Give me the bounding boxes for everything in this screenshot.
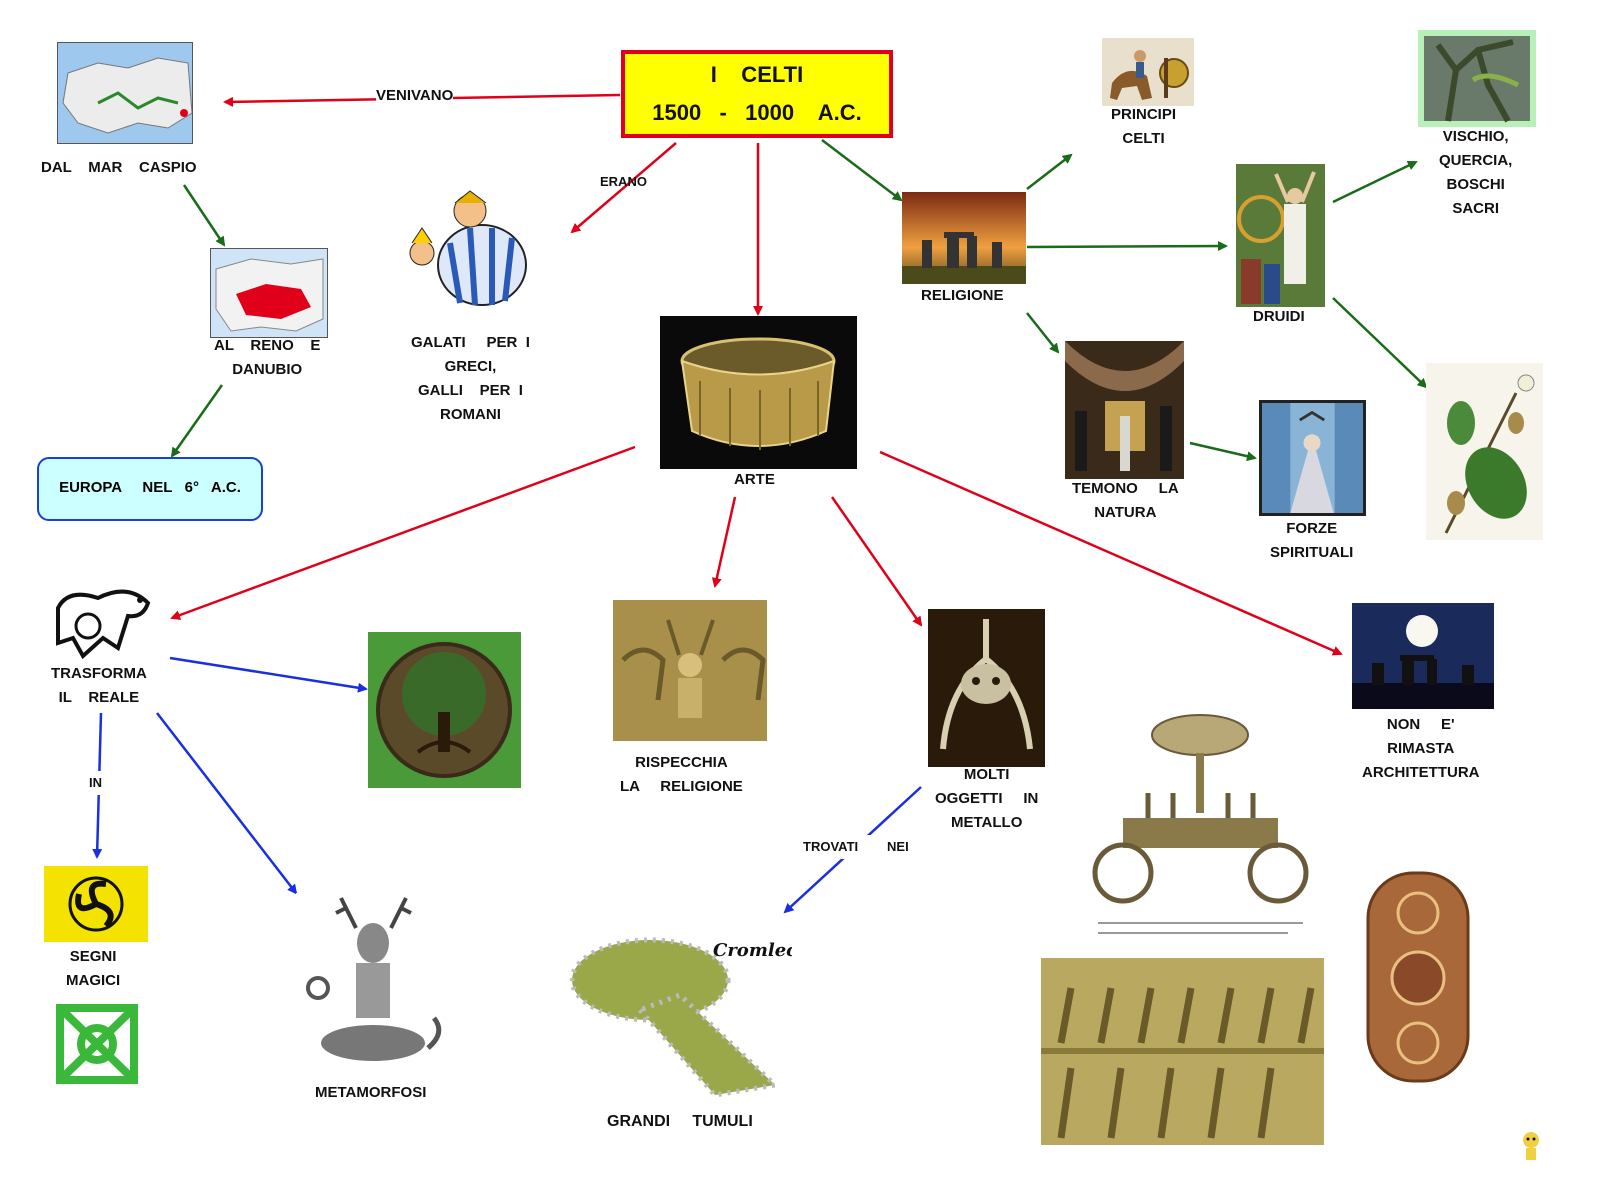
label-temono-la-natura: TEMONO LA NATURA	[1072, 480, 1179, 521]
cromlech-tumulus-image: Cromlech	[570, 935, 792, 1105]
arrow-arte-metallo	[830, 496, 923, 627]
sacred-woods-image	[1418, 30, 1536, 127]
cave-ceremony-image	[1065, 341, 1184, 479]
gundestrup-panel-image	[1041, 958, 1324, 1145]
arrow-religione-druidi	[1026, 241, 1228, 252]
label-venivano: VENIVANO	[376, 84, 454, 108]
arrow-reno-europa	[170, 384, 224, 458]
label-in: IN	[89, 771, 102, 795]
arrow-religione-natura	[1026, 312, 1060, 354]
bronze-chariot-image	[1088, 713, 1313, 948]
cromlech-caption: Cromlech	[713, 940, 792, 961]
celtic-dog-knot-image	[48, 578, 159, 662]
horned-god-statue-image	[296, 893, 451, 1073]
label-arte: ARTE	[734, 471, 775, 488]
label-galati: GALATI PER I GRECI, GALLI PER I ROMANI	[411, 334, 530, 423]
stonehenge-sunset-image	[902, 192, 1026, 284]
label-rispecchia-la-religione: RISPECCHIA LA RELIGIONE	[620, 754, 743, 795]
arrow-trasforma-metamorfosi	[156, 712, 298, 895]
tree-of-life-image	[368, 632, 521, 788]
label-druidi: DRUIDI	[1253, 308, 1305, 325]
title-line-2: 1500 - 1000 A.C.	[652, 100, 862, 125]
obelix-cartoon-image	[400, 183, 542, 323]
night-stonehenge-image	[1352, 603, 1494, 709]
label-vischio: VISCHIO, QUERCIA, BOSCHI SACRI	[1439, 128, 1513, 217]
arrow-druidi-vischio	[1332, 160, 1418, 204]
map-rhine-danube-image	[210, 248, 328, 338]
arrow-arte-architettura	[879, 450, 1343, 656]
label-non-e-rimasta-architettura: NON E' RIMASTA ARCHITETTURA	[1362, 716, 1480, 781]
title-box: I CELTI 1500 - 1000 A.C.	[621, 50, 893, 138]
golden-cauldron-image	[660, 316, 857, 469]
arrow-caspio-reno	[182, 184, 226, 247]
label-molti-oggetti-in-metallo: MOLTI OGGETTI IN METALLO	[935, 766, 1039, 831]
spirit-wizard-image	[1259, 400, 1366, 516]
druids-ritual-image	[1236, 164, 1325, 307]
label-religione: RELIGIONE	[921, 287, 1004, 304]
arrow-trasforma-albero	[169, 656, 368, 693]
triskele-symbol-image	[44, 866, 148, 942]
label-forze-spirituali: FORZE SPIRITUALI	[1270, 520, 1354, 561]
arrow-arte-trasforma	[170, 445, 636, 620]
label-principi-celti: PRINCIPI CELTI	[1111, 106, 1177, 147]
corner-mascot-icon	[1516, 1126, 1546, 1166]
europa-label: EUROPA NEL 6° A.C.	[59, 479, 241, 496]
label-dal-mar-caspio: DAL MAR CASPIO	[41, 159, 197, 176]
arrow-religione-principi	[1026, 153, 1073, 190]
label-erano: ERANO	[600, 174, 647, 189]
arrow-arte-rispecchia	[711, 496, 737, 588]
label-trasforma-il-reale: TRASFORMA IL REALE	[51, 665, 147, 706]
arrow-druidi-quercia	[1332, 297, 1428, 389]
label-segni-magici: SEGNI MAGICI	[66, 948, 121, 989]
arrow-natura-forze	[1189, 441, 1257, 462]
metal-mask-image	[928, 609, 1045, 767]
label-al-reno-e-danubio: AL RENO E DANUBIO	[214, 337, 321, 378]
label-trovati-nei: TROVATI NEI	[803, 835, 909, 859]
europa-box: EUROPA NEL 6° A.C.	[37, 457, 263, 521]
cernunnos-relief-image	[613, 600, 767, 741]
arrow-to-religione	[821, 139, 903, 202]
map-caspian-image	[57, 42, 193, 144]
battersea-shield-image	[1363, 868, 1473, 1086]
arrow-erano	[570, 142, 677, 234]
title-line-1: I CELTI	[710, 62, 804, 87]
oak-mistletoe-illustration	[1426, 363, 1543, 540]
label-metamorfosi: METAMORFOSI	[315, 1084, 427, 1101]
celtic-princes-image	[1102, 38, 1194, 106]
label-grandi-tumuli: GRANDI TUMULI	[607, 1113, 753, 1130]
green-knot-image	[52, 1000, 142, 1088]
